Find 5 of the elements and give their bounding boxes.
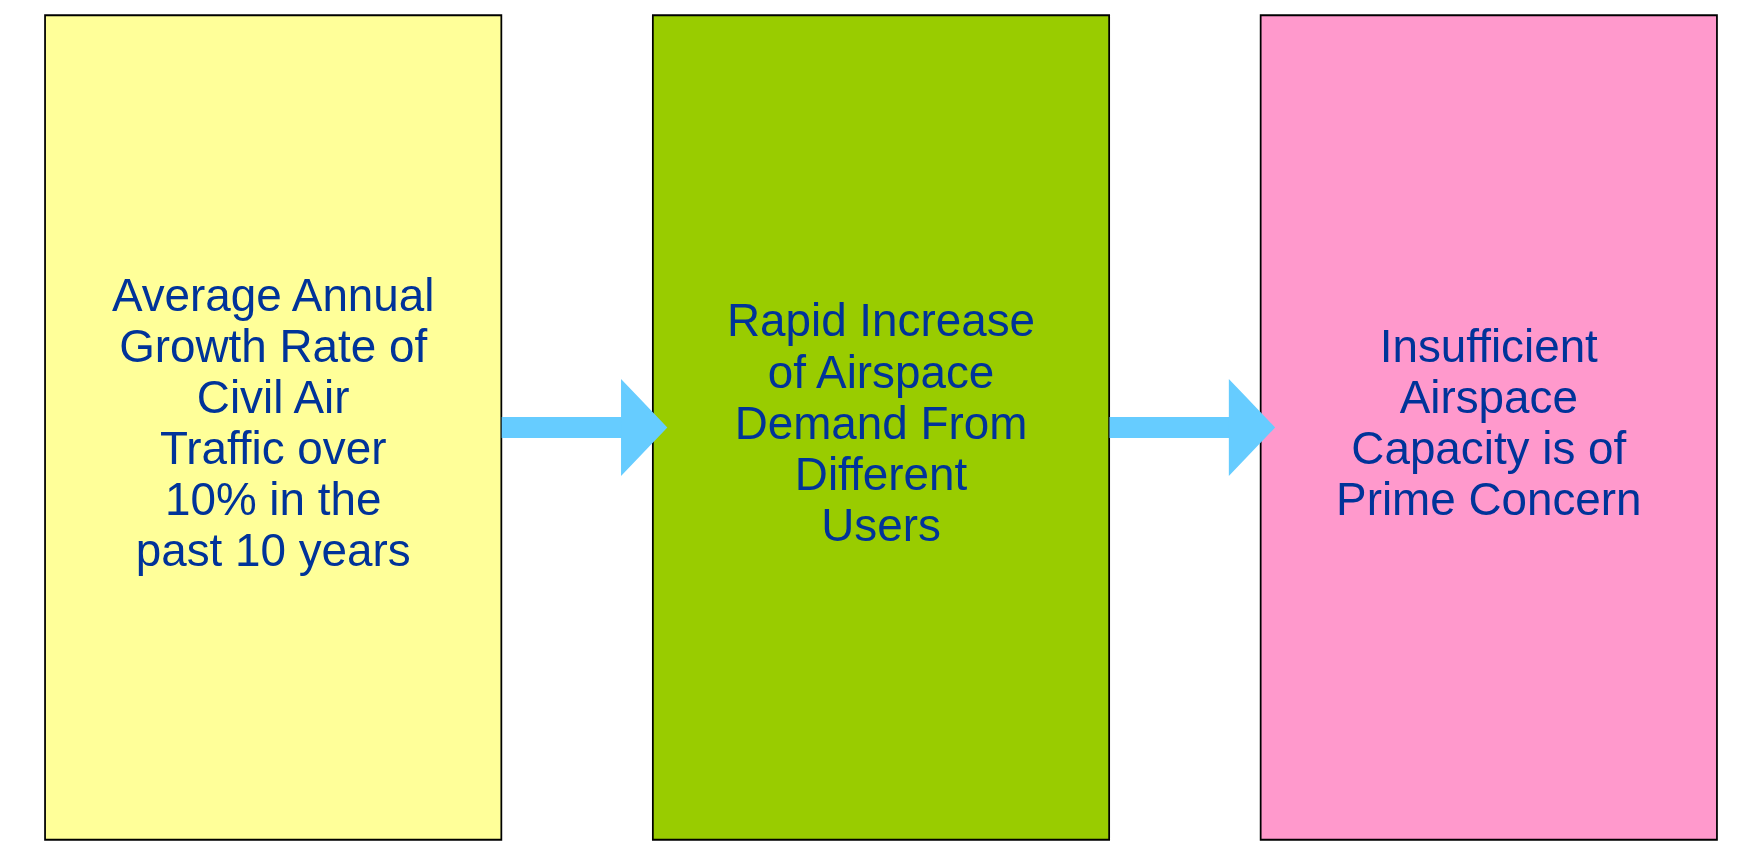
arrow	[501, 378, 668, 477]
node-box: Rapid Increase of Airspace Demand From Different Users	[651, 14, 1111, 841]
arrow	[1109, 378, 1276, 477]
node-box: Insufficient Airspace Capacity is of Prime Concern	[1259, 14, 1718, 841]
node-box: Average Annual Growth Rate of Civil Air Traffic over 10% in the past 10 years	[44, 14, 503, 841]
